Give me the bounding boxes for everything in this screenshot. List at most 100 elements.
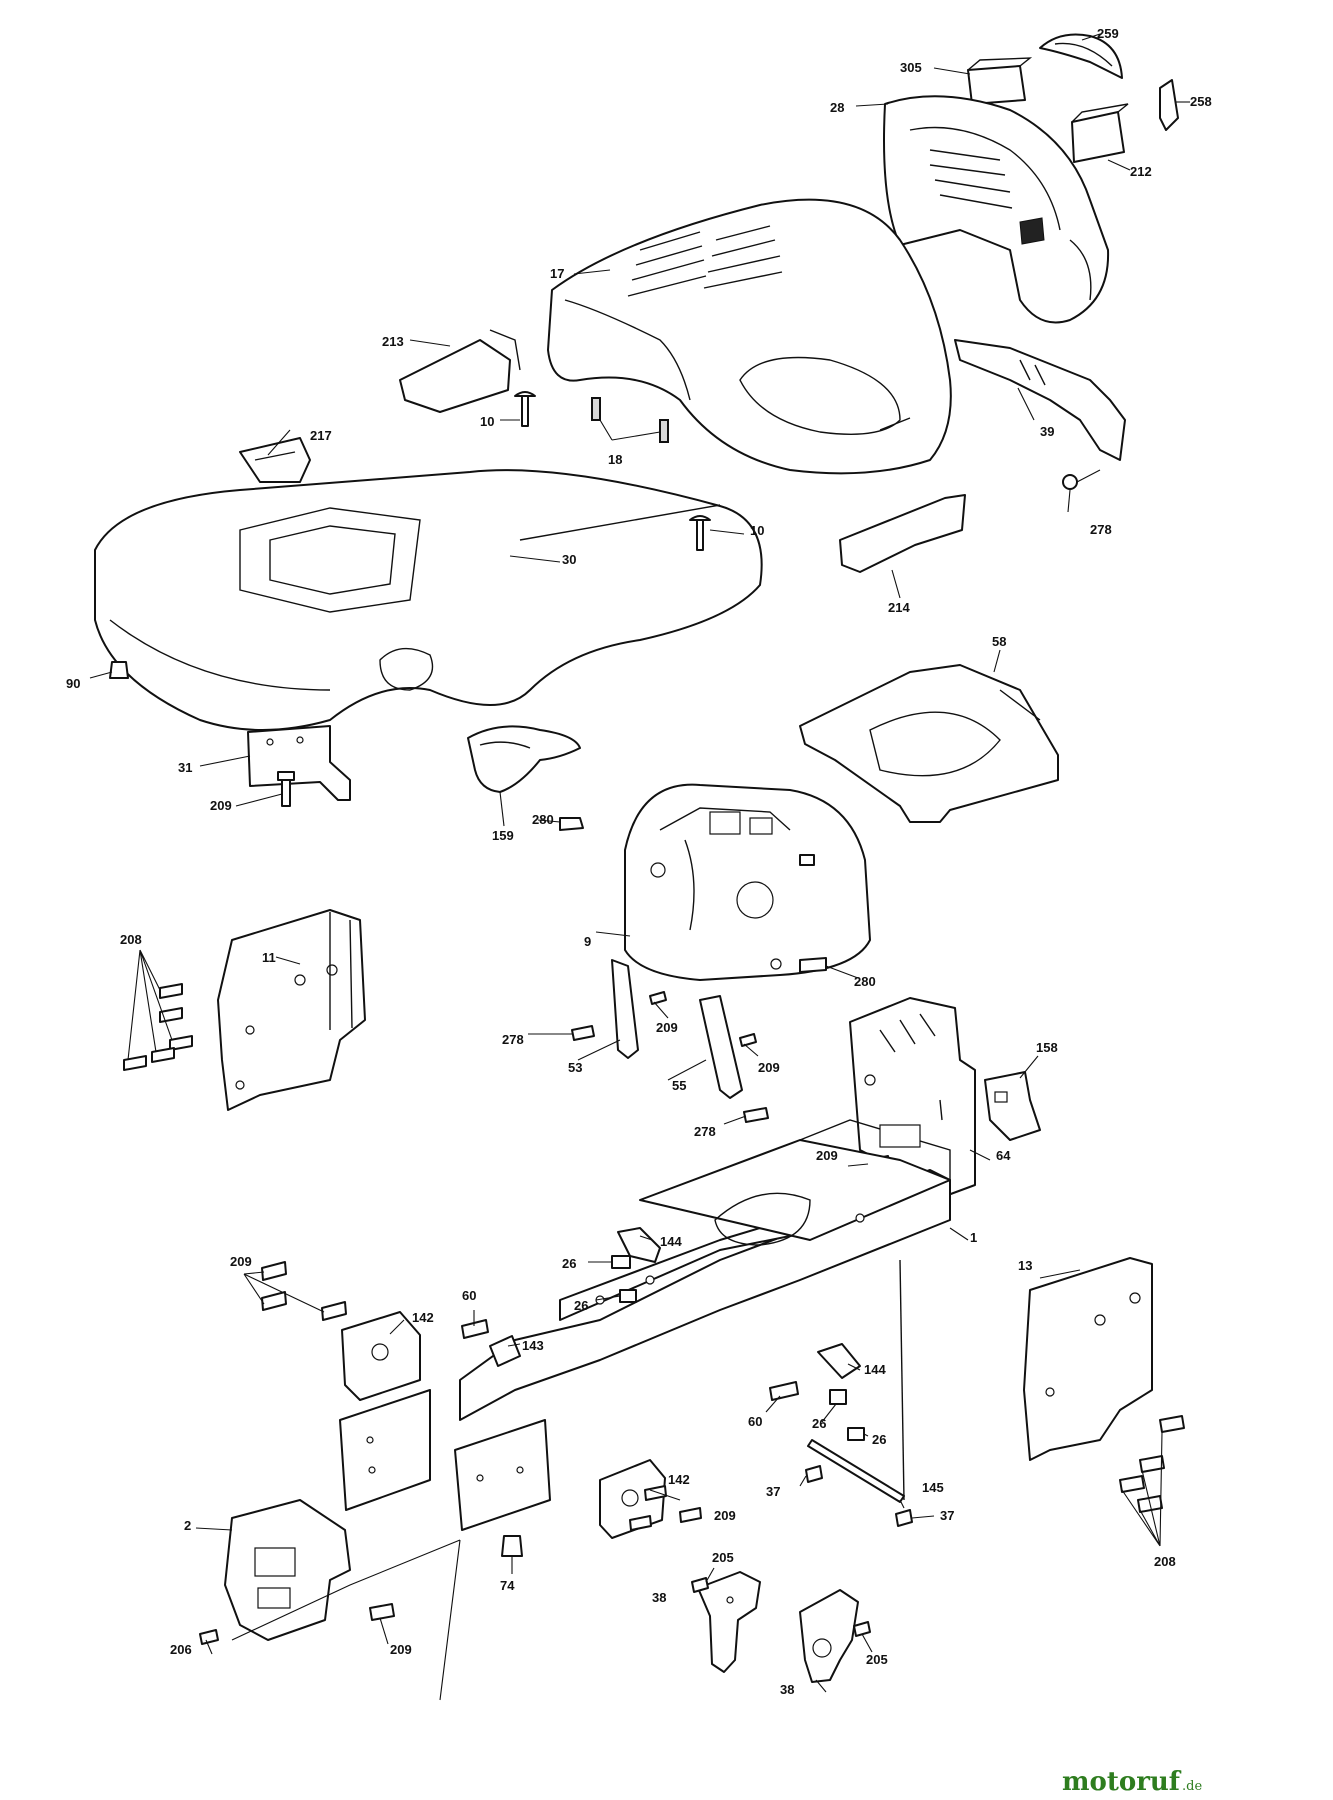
label-9: 9 [584,934,591,949]
label-38-b: 38 [780,1682,794,1697]
label-11: 11 [262,950,276,965]
label-37-a: 37 [766,1484,780,1499]
part-142-plate-left [339,1389,431,1511]
part-10-bolt-a [514,391,536,427]
part-30-fender [94,469,763,731]
label-28: 28 [830,100,844,115]
part-305-block [967,57,1033,105]
label-278-c: 278 [694,1124,716,1139]
part-213-bracket [399,329,521,413]
part-158-bracket [984,1071,1041,1141]
label-60-b: 60 [748,1414,762,1429]
part-145-rod [807,1259,905,1503]
label-217: 217 [310,428,332,443]
part-209-bolt-a [277,771,295,807]
part-278-screw-c [743,1107,769,1123]
watermark-brand: motoruf [1062,1767,1182,1797]
label-259: 259 [1097,26,1119,41]
label-144-b: 144 [864,1362,886,1377]
label-38-a: 38 [652,1590,666,1605]
label-208-a: 208 [120,932,142,947]
label-278-a: 278 [1090,522,1112,537]
part-206-screw [199,1629,219,1645]
part-208-bolts-a [123,983,193,1071]
part-37-bolts [805,1465,913,1527]
label-209-g: 209 [390,1642,412,1657]
label-206: 206 [170,1642,192,1657]
label-39: 39 [1040,424,1054,439]
label-143: 143 [522,1338,544,1353]
label-159: 159 [492,828,514,843]
part-55-bracket [699,995,743,1099]
label-214: 214 [888,600,910,615]
label-26-c: 26 [812,1416,826,1431]
part-18-pins [591,397,669,443]
part-214-panel [839,494,966,573]
part-26-nuts-a [611,1255,637,1303]
label-209-f: 209 [714,1508,736,1523]
part-212-block [1071,103,1129,163]
label-64: 64 [996,1148,1011,1163]
label-205-a: 205 [712,1550,734,1565]
label-213: 213 [382,334,404,349]
part-2-bumper [224,1499,351,1641]
part-142-plate-right [454,1419,551,1531]
label-26-b: 26 [574,1298,588,1313]
label-53: 53 [568,1060,582,1075]
label-280-a: 280 [532,812,554,827]
part-280-screw-a [559,817,584,831]
part-280-screw-b [770,957,827,973]
part-205-screw-a [691,1577,709,1593]
part-208-bolts-b [1119,1415,1185,1513]
label-208-b: 208 [1154,1554,1176,1569]
label-144-a: 144 [660,1234,682,1249]
part-209-screw-d [739,1033,757,1047]
part-60-bolt-a [461,1319,489,1339]
label-258: 258 [1190,94,1212,109]
watermark-suffix: .de [1182,1779,1202,1794]
part-259-headlight-lens [1039,33,1123,79]
part-13-plate [1023,1257,1153,1461]
part-258-clip [1159,79,1179,131]
part-209-bolts-e [261,1261,347,1321]
label-26-d: 26 [872,1432,886,1447]
label-209-c: 209 [758,1060,780,1075]
part-9-dash [624,783,871,981]
label-212: 212 [1130,164,1152,179]
label-142-b: 142 [668,1472,690,1487]
part-17-hood [547,198,952,475]
label-305: 305 [900,60,922,75]
label-2: 2 [184,1518,191,1533]
part-159-cupholder [467,725,581,793]
part-144-bracket-b [817,1343,861,1379]
label-158: 158 [1036,1040,1058,1055]
part-143-bracket [489,1335,521,1367]
part-38-bracket-a [697,1571,761,1673]
label-145: 145 [922,1480,944,1495]
part-38-bracket-b [799,1589,859,1683]
label-205-b: 205 [866,1652,888,1667]
label-90: 90 [66,676,80,691]
label-18: 18 [608,452,622,467]
part-278-screw-a [1062,469,1101,490]
part-209-screw-c [649,991,667,1005]
label-13: 13 [1018,1258,1032,1273]
label-60-a: 60 [462,1288,476,1303]
label-74: 74 [500,1578,515,1593]
label-10-b: 10 [750,523,764,538]
leader-lines [89,33,1190,1701]
part-60-bolt-b [769,1381,799,1401]
part-205-screw-b [853,1621,871,1637]
part-209-bolt-g [369,1603,395,1621]
callout-labels: 259 305 28 258 212 17 213 10 18 217 39 2… [66,26,1212,1697]
label-37-b: 37 [940,1508,954,1523]
part-278-screw-b [571,1025,595,1041]
part-1-frame [459,1119,951,1421]
label-10-a: 10 [480,414,494,429]
label-17: 17 [550,266,564,281]
label-142-a: 142 [412,1310,434,1325]
part-53-bracket [611,959,639,1059]
part-142-bracket-a [341,1311,421,1401]
